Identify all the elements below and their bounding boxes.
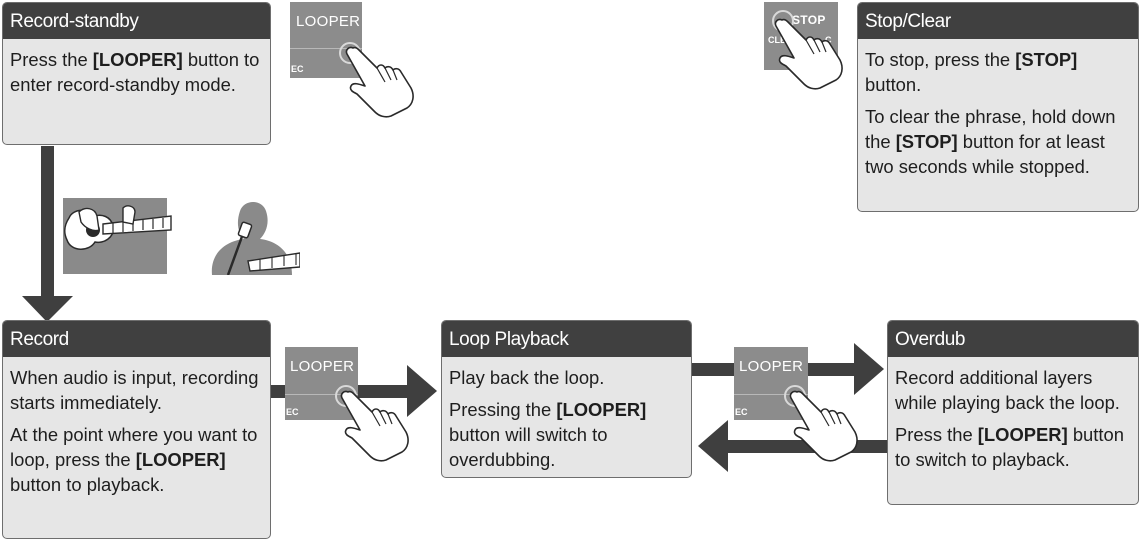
record-box: Record When audio is input, recording st… (2, 320, 271, 539)
record-standby-box: Record-standby Press the [LOOPER] button… (2, 2, 271, 145)
looper-button-ref: [LOOPER] (977, 424, 1068, 445)
overdub-title: Overdub (888, 321, 1138, 357)
overdub-box: Overdub Record additional layers while p… (887, 320, 1139, 505)
loop-playback-box: Loop Playback Play back the loop. Pressi… (441, 320, 692, 478)
record-text: When audio is input, recording starts im… (10, 367, 259, 495)
looper-label: LOOPER (290, 358, 355, 375)
finger-press-icon (345, 46, 414, 118)
stop-clear-box: Stop/Clear To stop, press the [STOP] but… (857, 2, 1139, 212)
finger-press-icon (789, 390, 858, 462)
record-standby-title: Record-standby (3, 3, 270, 39)
looper-button-ref: [LOOPER] (135, 449, 226, 470)
singer-with-microphone-icon (211, 202, 300, 275)
stop-clear-title: Stop/Clear (858, 3, 1138, 39)
finger-press-icon (774, 18, 843, 90)
record-standby-text: Press the [LOOPER] button to enter recor… (10, 49, 260, 95)
overdub-text: Record additional layers while playing b… (895, 367, 1124, 470)
stop-clear-text: To stop, press the [STOP] button. To cle… (865, 49, 1116, 177)
arrow-overdub-to-playback-head (698, 420, 728, 472)
looper-button-ref: [LOOPER] (92, 49, 183, 70)
looper-button-panel[interactable]: LOOPER EC (285, 347, 358, 420)
stop-button-ref: [STOP] (895, 131, 958, 152)
arrow-record-to-playback-head (407, 365, 437, 417)
stop-button-ref: [STOP] (1015, 49, 1078, 70)
guitar-player-icon (63, 198, 172, 274)
finger-press-icon (340, 390, 409, 462)
record-title: Record (3, 321, 270, 357)
looper-label: LOOPER (739, 358, 804, 375)
looper-button-panel[interactable]: LOOPER EC (290, 2, 362, 78)
loop-playback-title: Loop Playback (442, 321, 691, 357)
arrow-down-head (22, 296, 73, 322)
looper-button-ref: [LOOPER] (556, 399, 647, 420)
arrow-playback-to-overdub-head (854, 343, 884, 395)
loop-playback-text: Play back the loop. Pressing the [LOOPER… (449, 367, 647, 470)
arrow-down-shaft (41, 146, 54, 296)
stop-label: STOP (792, 13, 826, 27)
looper-label: LOOPER (296, 13, 361, 30)
